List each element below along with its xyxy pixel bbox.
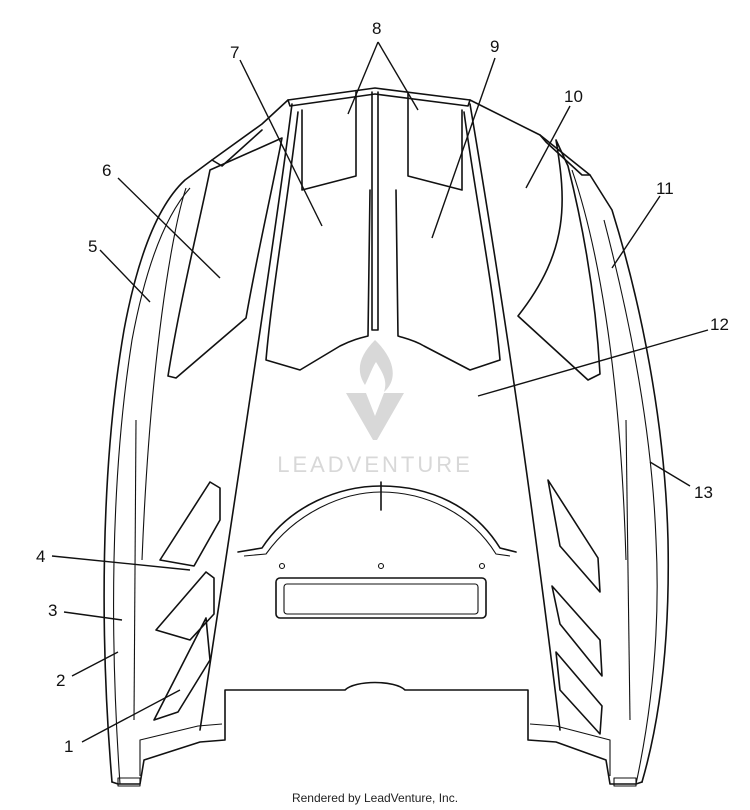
- callout-7: 7: [230, 43, 239, 62]
- side-panels: [141, 137, 627, 561]
- callout-8: 8: [372, 19, 381, 38]
- center-panels: [199, 91, 561, 731]
- callout-3: 3: [48, 601, 57, 620]
- air-intake: [237, 481, 517, 619]
- callout-labels: 1 2 3 4 5 6 7 8 9 10 11 12 13: [36, 19, 729, 756]
- vent-panels: [133, 419, 631, 735]
- callout-11: 11: [656, 179, 674, 198]
- callout-13: 13: [694, 483, 713, 502]
- callout-2: 2: [56, 671, 65, 690]
- callout-10: 10: [564, 87, 583, 106]
- callout-9: 9: [490, 37, 499, 56]
- callout-5: 5: [88, 237, 97, 256]
- callout-1: 1: [64, 737, 73, 756]
- render-credit: Rendered by LeadVenture, Inc.: [291, 791, 459, 805]
- watermark-text: LEADVENTURE: [277, 452, 473, 477]
- callout-6: 6: [102, 161, 111, 180]
- hood-outline: [103, 87, 670, 787]
- callout-12: 12: [710, 315, 729, 334]
- watermark: LEADVENTURE: [277, 340, 473, 477]
- leader-lines: [51, 41, 709, 743]
- callout-4: 4: [36, 547, 45, 566]
- watermark-flame-icon: [346, 340, 404, 440]
